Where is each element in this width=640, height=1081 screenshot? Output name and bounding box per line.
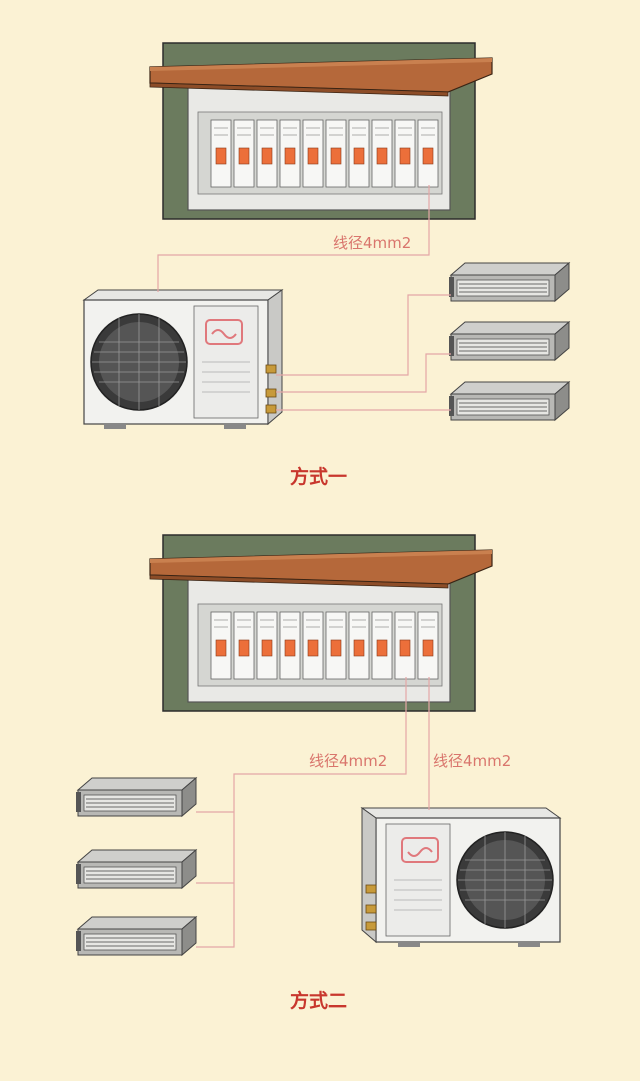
duct-indoor-unit-icon <box>75 777 197 817</box>
signal-wires <box>276 294 451 411</box>
wire-label-right: 线径4mm2 <box>433 752 511 770</box>
wire-label-left: 线径4mm2 <box>309 752 387 770</box>
wire-label: 线径4mm2 <box>333 234 411 252</box>
pipe-valves <box>265 364 277 414</box>
power-wire <box>196 677 430 948</box>
outdoor-ac-unit-icon <box>361 807 561 948</box>
breaker-panel-icon <box>149 42 493 220</box>
breaker-panel-icon <box>149 534 493 712</box>
duct-indoor-unit-icon <box>75 916 197 956</box>
duct-indoor-unit-icon <box>448 262 570 302</box>
caption: 方式一 <box>290 465 347 488</box>
duct-indoor-unit-icon <box>448 381 570 421</box>
duct-indoor-unit-icon <box>448 321 570 361</box>
caption: 方式二 <box>290 989 347 1012</box>
duct-indoor-unit-icon <box>75 849 197 889</box>
pipe-valves <box>365 884 377 931</box>
outdoor-ac-unit-icon <box>83 289 283 430</box>
power-wire <box>157 185 430 292</box>
